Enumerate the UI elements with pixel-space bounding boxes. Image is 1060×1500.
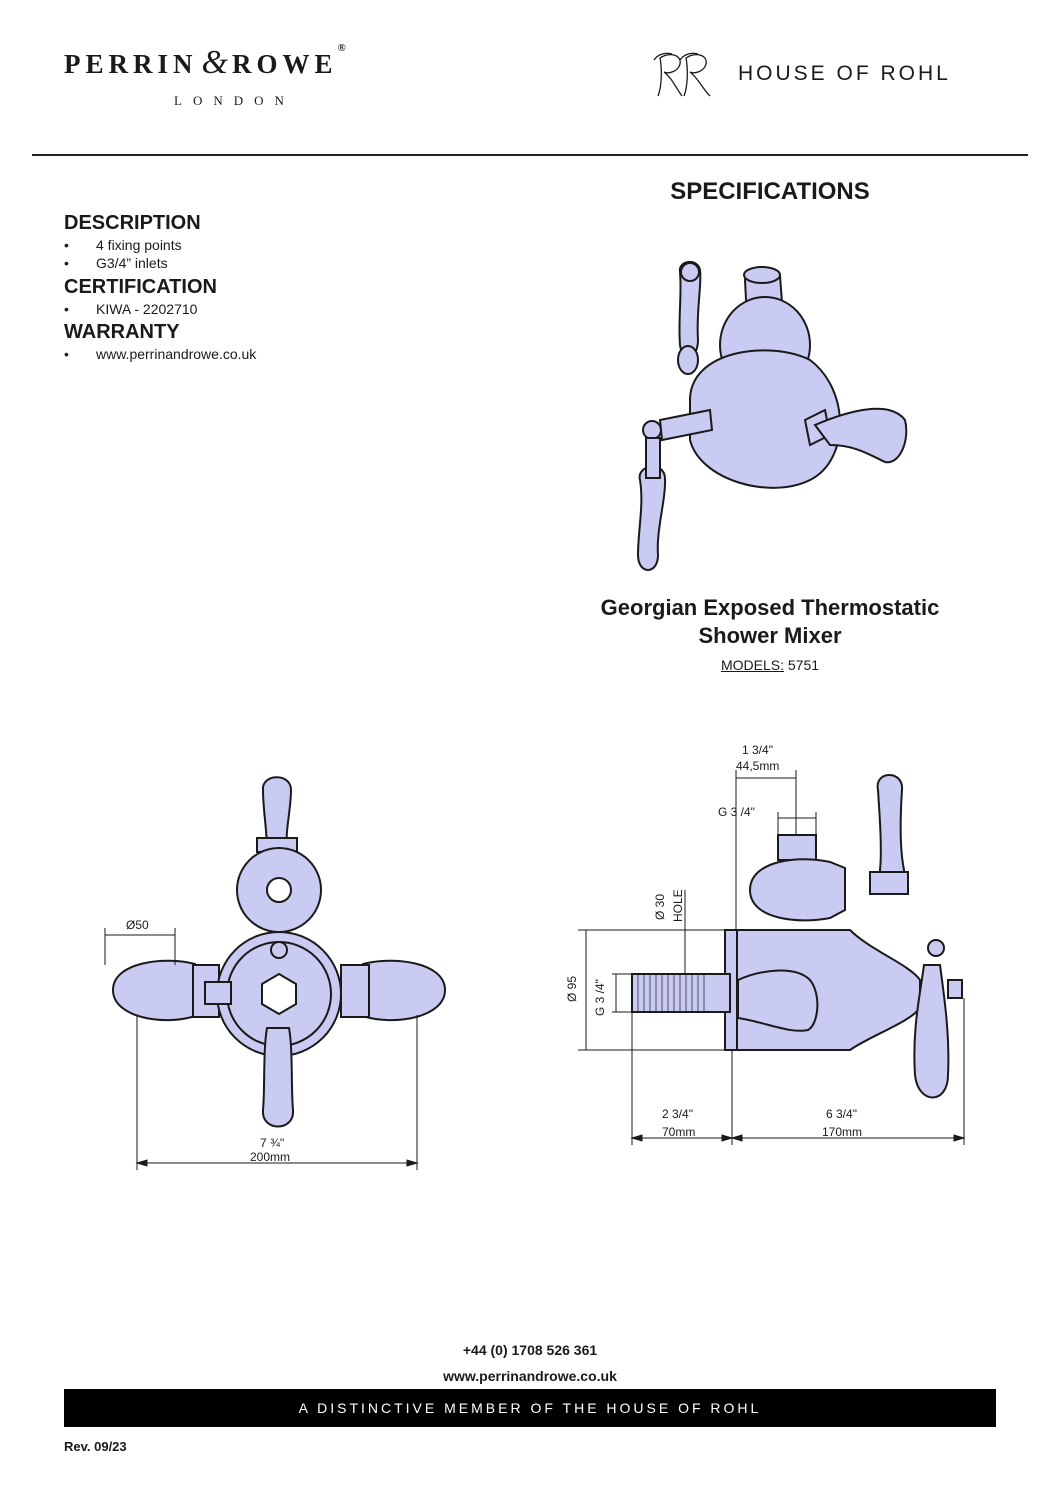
thread-label: G 3 /4": [593, 979, 607, 1016]
footer-tagline-bar: A DISTINCTIVE MEMBER OF THE HOUSE OF ROH…: [64, 1389, 996, 1427]
product-title-line2: Shower Mixer: [698, 623, 842, 648]
right-metric-label: 170mm: [822, 1125, 862, 1139]
registered-mark: ®: [337, 42, 346, 54]
hole-label: HOLE: [671, 889, 685, 922]
width-imperial-label: 7 ¾": [260, 1136, 284, 1150]
width-metric-label: 200mm: [250, 1150, 290, 1164]
rohl-monogram-icon: [653, 52, 711, 97]
inlet-label: G 3 /4": [718, 805, 755, 819]
front-view-drawing: Ø50 7 ¾" 200mm: [104, 776, 447, 1170]
certification-heading: CERTIFICATION: [64, 276, 217, 298]
product-perspective-illustration: [636, 261, 908, 571]
certification-list: KIWA - 2202710: [64, 301, 197, 319]
models-label: MODELS:: [720, 657, 784, 673]
models-line: MODELS: 5751: [560, 657, 980, 673]
description-list: 4 fixing points G3/4” inlets: [64, 237, 182, 273]
specifications-title: SPECIFICATIONS: [670, 178, 870, 205]
house-of-rohl-logo-text: HOUSE OF ROHL: [738, 62, 951, 85]
list-item[interactable]: www.perrinandrowe.co.uk: [64, 346, 256, 364]
brand-location: LONDON: [174, 93, 295, 108]
product-title: Georgian Exposed Thermostatic Shower Mix…: [540, 594, 1000, 650]
brand-ampersand: &: [201, 44, 228, 81]
revision-label: Rev. 09/23: [64, 1439, 127, 1454]
top-metric-label: 44,5mm: [736, 759, 779, 773]
hole-dia-label: Ø 30: [653, 894, 667, 920]
side-view-drawing: 1 3/4" 44,5mm G 3 /4" Ø 30 HOLE Ø 95 G 3…: [565, 743, 966, 1145]
footer-website[interactable]: www.perrinandrowe.co.uk: [443, 1368, 617, 1384]
warranty-list: www.perrinandrowe.co.uk: [64, 346, 256, 364]
description-heading: DESCRIPTION: [64, 212, 201, 234]
body-dia-label: Ø 95: [565, 976, 579, 1002]
header-divider: [32, 154, 1028, 156]
brand-name-part1: PERRIN: [64, 49, 198, 79]
perrin-rowe-logo: PERRIN&ROWE®: [64, 42, 346, 82]
warranty-heading: WARRANTY: [64, 321, 180, 343]
left-metric-label: 70mm: [662, 1125, 695, 1139]
top-imperial-label: 1 3/4": [742, 743, 773, 757]
brand-name-part2: ROWE: [231, 49, 338, 79]
list-item: 4 fixing points: [64, 237, 182, 255]
right-imperial-label: 6 3/4": [826, 1107, 857, 1121]
product-title-line1: Georgian Exposed Thermostatic: [600, 595, 940, 620]
footer-phone[interactable]: +44 (0) 1708 526 361: [462, 1342, 598, 1358]
dia-50-label: Ø50: [126, 918, 149, 932]
models-value: 5751: [783, 657, 820, 673]
list-item: KIWA - 2202710: [64, 301, 197, 319]
list-item: G3/4” inlets: [64, 255, 182, 273]
left-imperial-label: 2 3/4": [662, 1107, 693, 1121]
